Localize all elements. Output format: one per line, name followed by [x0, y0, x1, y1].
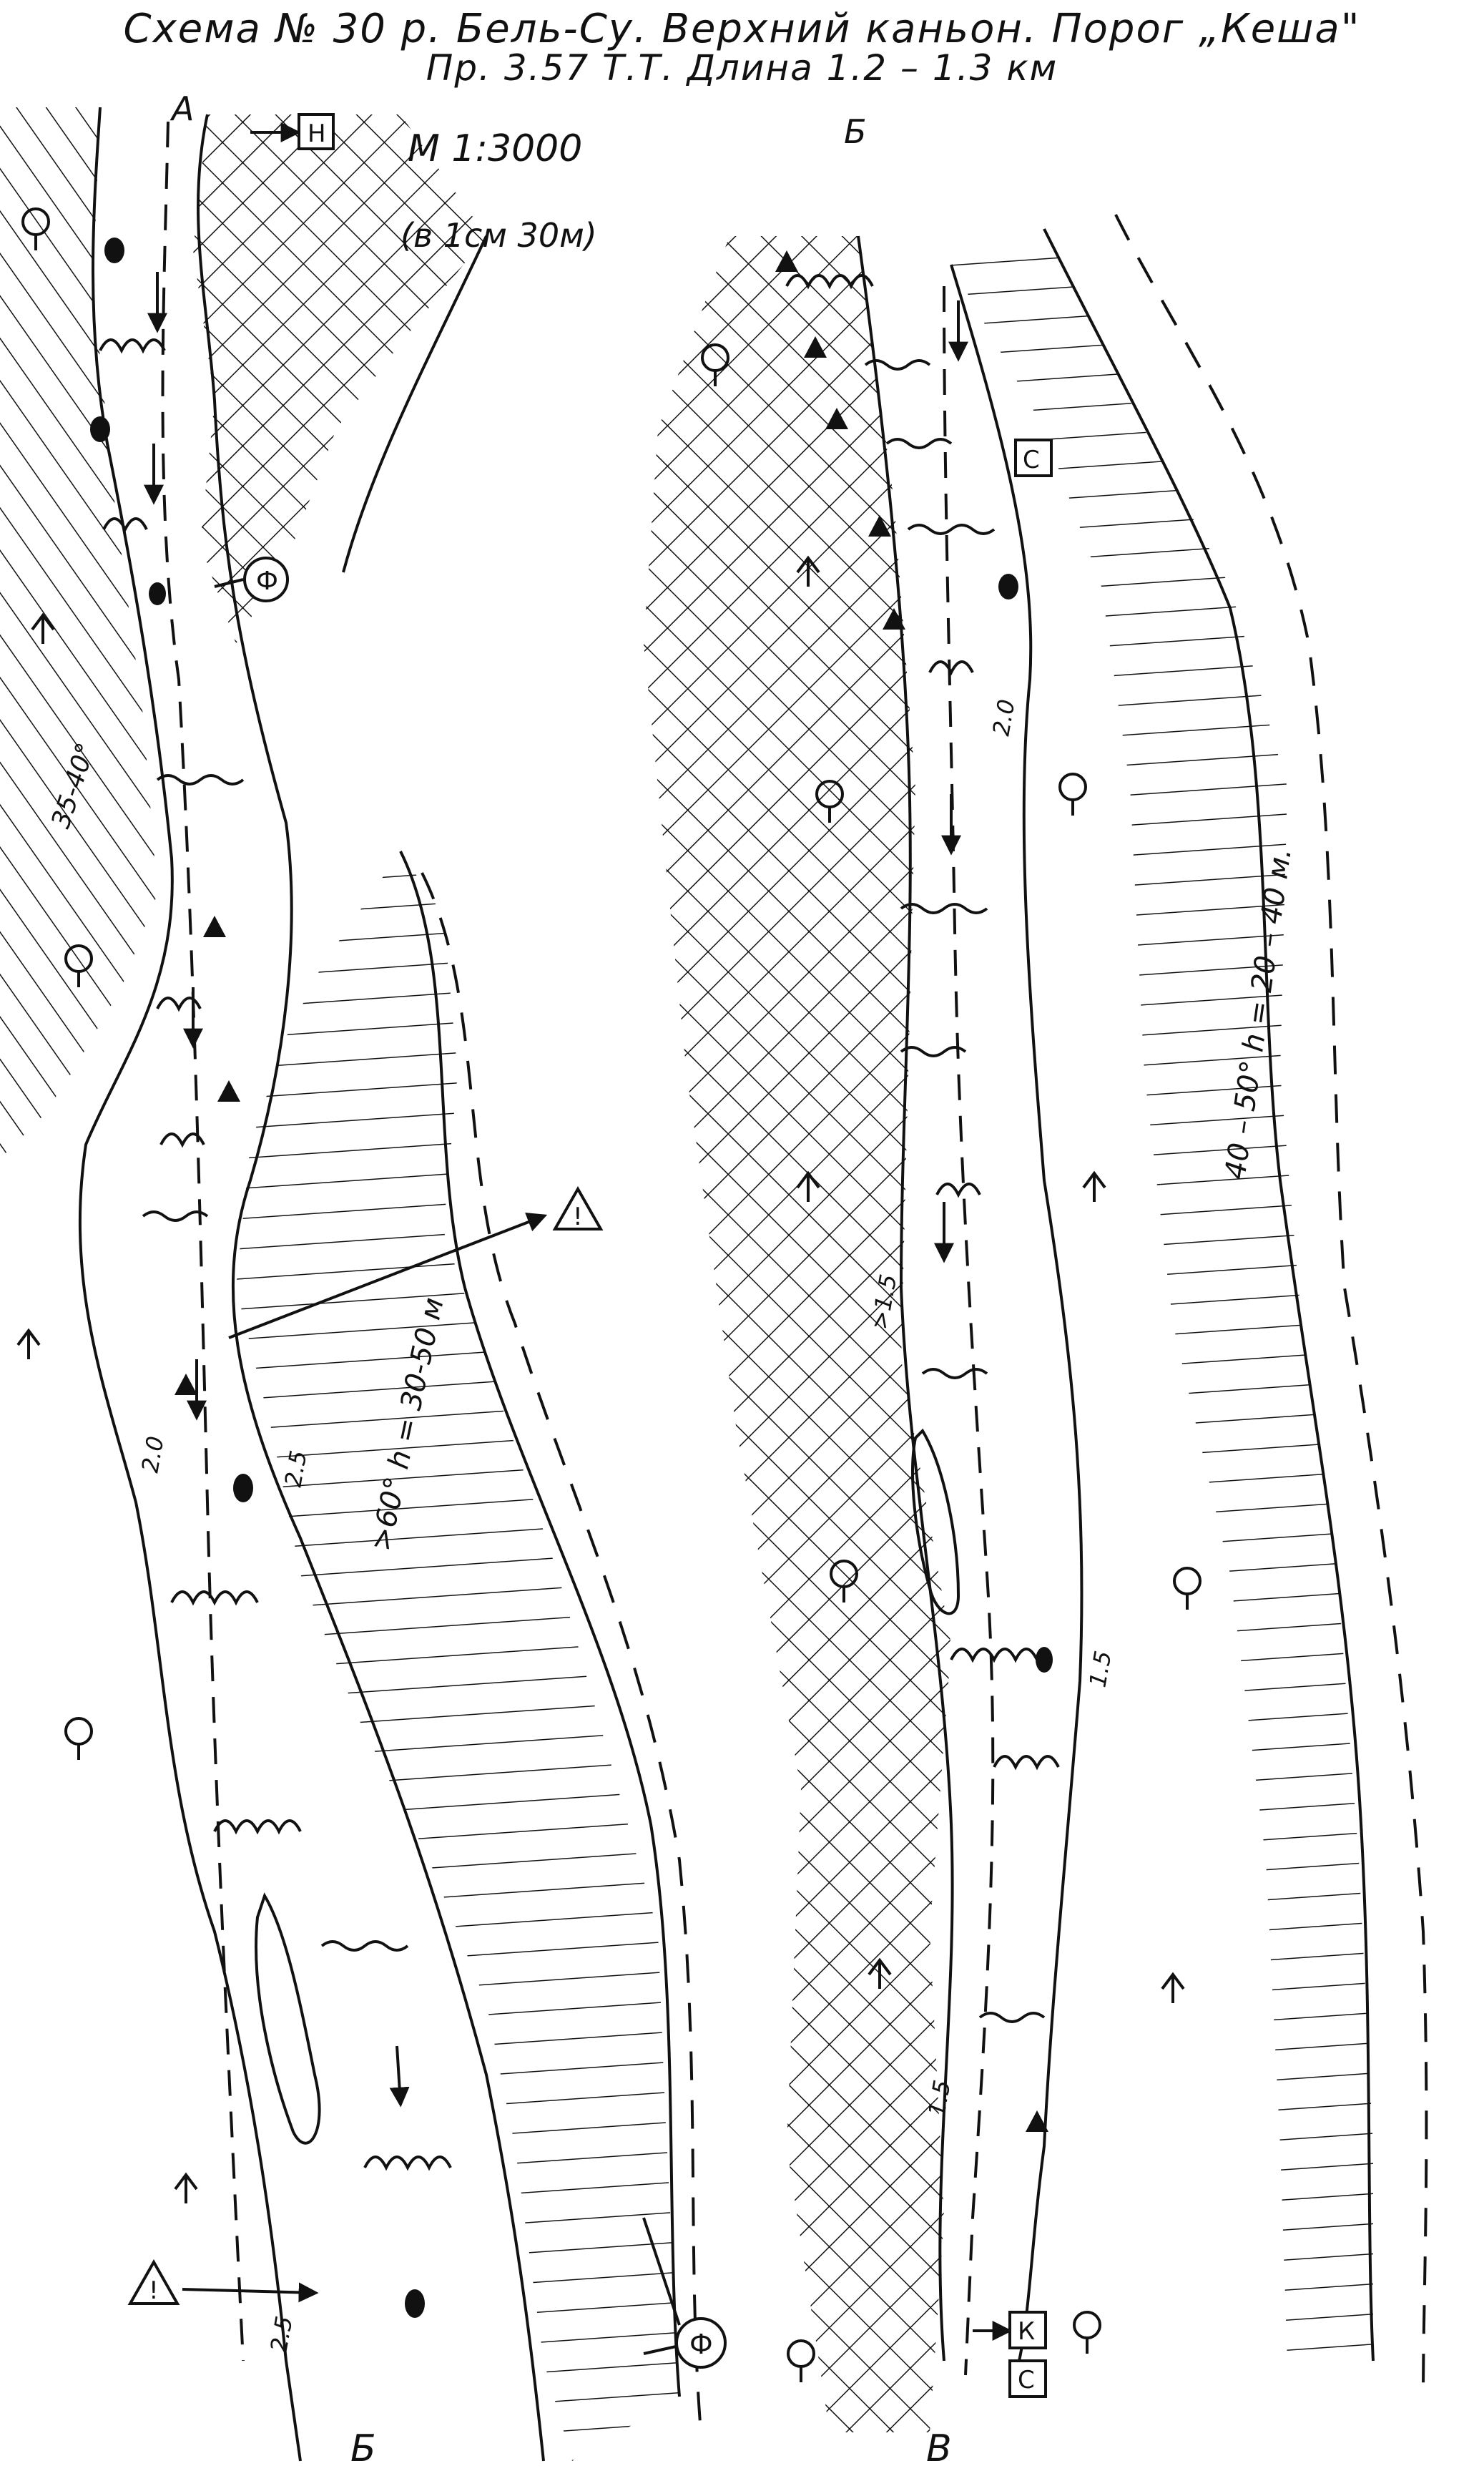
scale-note: (в 1см 30м) [401, 216, 597, 255]
flow-arrow-5 [389, 2045, 410, 2108]
boulder-icon [90, 238, 425, 2318]
end-marker: К [973, 2311, 1047, 2349]
photo-point-2-label: Ф [689, 2329, 713, 2360]
right-river-bank-b [950, 264, 1083, 2376]
right-panel [644, 214, 1428, 2432]
flow-line-b [943, 285, 995, 2376]
camp-marker-1: С [1014, 439, 1053, 477]
camp-marker-2-label: С [1018, 2366, 1035, 2394]
map-subtitle: Пр. 3.57 Т.Т. Длина 1.2 – 1.3 км [426, 47, 1058, 89]
left-panel [0, 107, 702, 2462]
map-title: Схема № 30 р. Бель-Су. Верхний каньон. П… [123, 6, 1361, 52]
wave-icon [864, 359, 1046, 2023]
depth-label-1: 2.0 [136, 1434, 169, 1475]
left-bank-slope [0, 107, 157, 1159]
end-marker-label: К [1018, 2317, 1035, 2346]
whirlpool-icon [99, 338, 452, 2171]
danger-marker-1: ! [228, 1185, 604, 1339]
tree-icon [701, 343, 1202, 2382]
right-wall-cliffs [236, 851, 679, 2461]
photo-point-1-label: Ф [256, 567, 278, 596]
right-outer-bank-b [1043, 228, 1375, 2362]
danger-marker-1-label: ! [573, 1203, 583, 1231]
section-label-a: А [169, 89, 194, 128]
depth-label-5: 1.5 [923, 2078, 955, 2119]
camp-marker-1-label: С [1023, 446, 1040, 474]
photo-point-2: Ф [642, 2217, 727, 2369]
depth-label-2: 2.5 [279, 1449, 312, 1489]
danger-marker-2-label: ! [149, 2276, 159, 2305]
tree-icon [21, 207, 93, 1760]
wave-icon [142, 774, 409, 1952]
flow-line-left [161, 121, 245, 2362]
scale-ratio: М 1:3000 [408, 127, 582, 170]
right-river-bank [197, 114, 545, 2462]
depth-label-4: 1.5 [1083, 1649, 1116, 1690]
start-marker: Н [250, 113, 335, 150]
trail-dashed [421, 872, 702, 2433]
depth-label-7: 2.5 [265, 2314, 298, 2355]
right-outer-bank [342, 235, 681, 2397]
left-river-bank-b [857, 235, 954, 2362]
boulder-icon [775, 250, 1053, 2132]
whirlpool-icon [785, 274, 1060, 1771]
danger-marker-2: ! [127, 2259, 319, 2305]
section-label-v: В [926, 2427, 952, 2470]
left-bank-rocks-b [644, 236, 951, 2432]
start-marker-label: Н [308, 119, 326, 148]
depth-label-6: 2.0 [987, 698, 1020, 738]
section-label-b-bottom: Б [350, 2427, 376, 2470]
camp-marker-2: С [1008, 2359, 1047, 2398]
gravel-islet-right [911, 1428, 960, 1615]
left-river-bank [78, 107, 302, 2462]
right-wall-b [951, 229, 1373, 2361]
fir-icon [16, 612, 198, 2203]
section-label-b-top: Б [844, 112, 867, 151]
photo-point-1: Ф [214, 557, 289, 602]
right-bank-rocks-upper [193, 114, 486, 644]
gravel-islet-left [255, 1892, 321, 2145]
trail-dashed-b [1114, 214, 1428, 2397]
fir-icon [796, 555, 1185, 2003]
